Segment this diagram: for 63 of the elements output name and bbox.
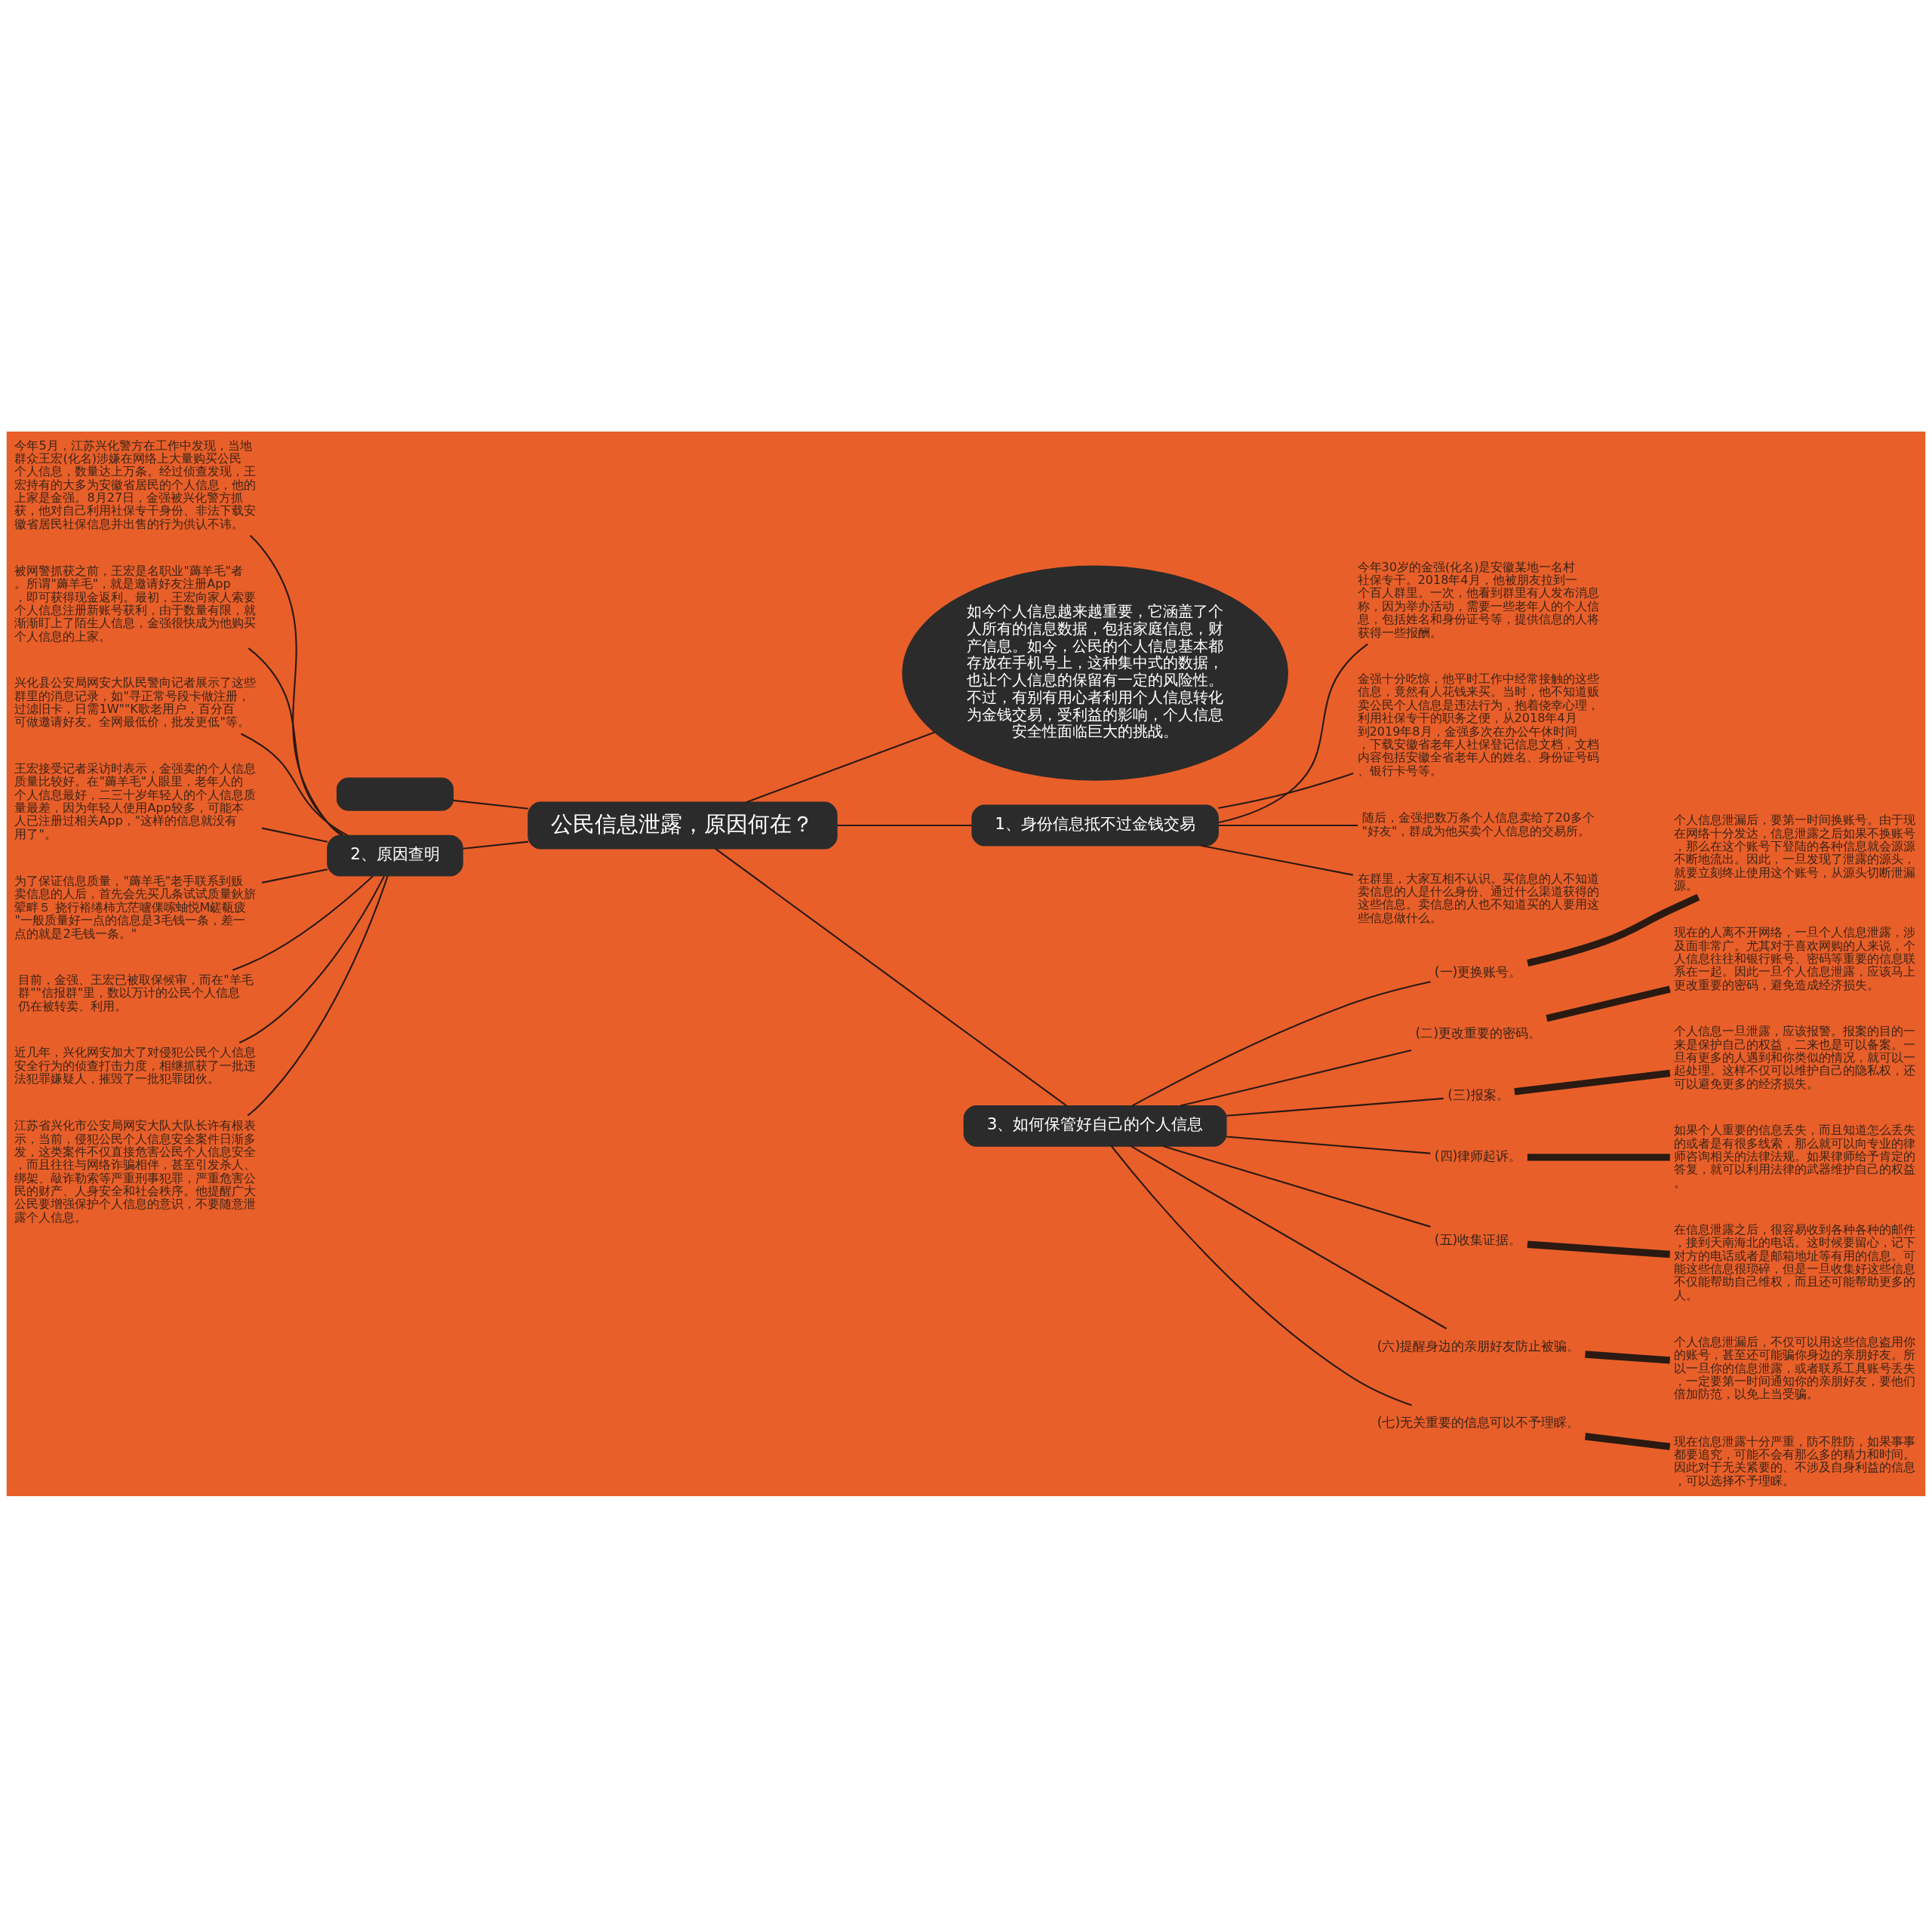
node-text: 随后，金强把数万条个人信息卖给了20多个"好友"，群成为他买卖个人信息的交易所。 — [1361, 810, 1595, 838]
node-text: 今年30岁的金强(化名)是安徽某地一名村社保专干。2018年4月，他被朋友拉到一个百人群里。一次，他看到群里有人发布消息称，因为举办活动，需要一些老年人的个人信息，包括姓名和身份证号等，提供信息的人将获得一些报酬。 — [1357, 559, 1599, 640]
connector — [1180, 1049, 1412, 1107]
node-text: 现在的人离不开网络，一旦个人信息泄露，涉及面非常广。尤其对于喜欢网购的人来说，个人信息往往和银行账号、密码等重要的信息联系在一起。因此一旦个人信息泄露，应该马上更改重要的密码，避免造成经济损失。 — [1674, 924, 1916, 992]
node-text: 王宏接受记者采访时表示，金强卖的个人信息质量比较好。在"薅羊毛"人眼里，老年人的个人信息最好，二三十岁年轻人的个人信息质量最差，因为年轻人使用App较多，可能本人已注册过相关App，"这样的信息就没有用了"。 — [14, 761, 257, 841]
node-text: 个人信息泄漏后，要第一时间换账号。由于现在网络十分发达，信息泄露之后如果不换账号，那么在这个账号下登陆的各种信息就会源源不断地流出。因此，一旦发现了泄露的源头，就要立刻终止使用这个账号，从源头切断泄漏源。 — [1674, 812, 1916, 893]
connector — [261, 868, 328, 884]
connector — [715, 847, 1067, 1106]
node-text: 江苏省兴化市公安局网安大队大队长许有根表示，当前，侵犯公民个人信息安全案件日渐多发，这类案件不仅直接危害公民个人信息安全，而且往往与网络诈骗相伴，甚至引发杀人、绑架、敲诈勒索等严重刑事犯罪，严重危害公民的财产、人身安全和社会秩序。他提醒广大公民要增强保护个人信息的意识，不要随意泄露个人信息。 — [14, 1117, 257, 1225]
node-text: (六)提醒身边的亲朋好友防止被骗。 — [1377, 1338, 1580, 1354]
node-text: 今年5月，江苏兴化警方在工作中发现，当地群众王宏(化名)涉嫌在网络上大量购买公民个人信息，数量达上万条。经过侦查发现，王宏持有的大多为安徽省居民的个人信息，他的上家是金强。8月27日，金强被兴化警方抓获，他对自己利用社保专干身份、非法下载安徽省居民社保信息并出售的行为供认不讳。 — [14, 438, 257, 531]
node-text: 个人信息一旦泄露，应该报警。报案的目的一来是保护自己的权益，二来也是可以备案。一旦有更多的人遇到和你类似的情况，就可以一起处理。这样不仅可以维护自己的隐私权，还可以避免更多的经济损失。 — [1674, 1023, 1916, 1091]
node-text: 兴化县公安局网安大队民警向记者展示了这些群里的消息记录，如"寻正常号段卡做注册，过滤旧卡，日需1W""K歌老用户，百分百可做邀请好友。全网最低价，批发更低"等。 — [14, 675, 257, 729]
node-text: 如果个人重要的信息丢失，而且知道怎么丢失的或者是有很多线索，那么就可以向专业的律师咨询相关的法律法规。如果律师给予肯定的答复，就可以利用法律的武器维护自己的权益。 — [1674, 1122, 1916, 1190]
node-text: 为了保证信息质量，"薅羊毛"老手联系到贩卖信息的人后，首先会先买几条试试质量鈥旂翚畔５ 挠行裕绻柿亢茫嚧倮嗦蚰悦M鹾瓻疲"一般质量好一点的信息是3毛钱一条，差一点的就是2毛钱一条。" — [14, 873, 257, 941]
connector — [248, 647, 344, 836]
connector — [1546, 985, 1671, 1022]
node-text: (五)收集证据。 — [1434, 1231, 1522, 1247]
node-text: (四)律师起诉。 — [1434, 1148, 1522, 1163]
connector — [1527, 893, 1700, 967]
connector — [1218, 772, 1354, 809]
node-box: 公民信息泄露，原因何在？ — [528, 801, 838, 849]
node-text: (三)报案。 — [1447, 1086, 1509, 1102]
connector — [1226, 1135, 1431, 1154]
node-box: 2、原因查明 — [327, 834, 463, 877]
connector — [463, 841, 528, 850]
connector — [1218, 824, 1358, 826]
node-text: (二)更改重要的密码。 — [1415, 1025, 1541, 1040]
node-box — [336, 777, 454, 811]
connector — [453, 799, 528, 810]
node-text: 个人信息泄漏后，不仅可以用这些信息盗用你的账号，甚至还可能骗你身边的亲朋好友。所以一旦你的信息泄露，或者联系工具账号丢失，一定要第一时间通知你的亲朋好友，要他们倍加防范，以免上当受骗。 — [1674, 1334, 1916, 1401]
connector — [1131, 1145, 1447, 1329]
connector — [249, 534, 343, 836]
node-text: 在信息泄露之后，很容易收到各种各种的邮件，接到天南海北的电话。这时候要留心，记下对方的电话或者是邮箱地址等有用的信息。可能这些信息很琐碎，但是一旦收集好这些信息不仅能帮助自己维权，而且还可能帮助更多的人。 — [1674, 1222, 1916, 1302]
connector — [837, 824, 972, 826]
connector — [1163, 1145, 1431, 1228]
node-text: 金强十分吃惊，他平时工作中经常接触的这些信息，竟然有人花钱来买。当时，他不知道贩卖公民个人信息是违法行为，抱着侥幸心理，利用社保专干的职务之便，从2018年4月到2019年8月，金强多次在办公午休时间，下载安徽省老年人社保登记信息文档，文档内容包括安徽全省老年人的姓名、身份证号码、银行卡号等。 — [1357, 671, 1599, 778]
connector — [247, 875, 389, 1117]
node-text: (一)更换账号。 — [1434, 963, 1522, 979]
connector — [1131, 980, 1431, 1107]
connector — [240, 733, 348, 836]
node-text: 现在信息泄露十分严重，防不胜防，如果事事都要追究，可能不会有那么多的精力和时间。因此对于无关紧要的、不涉及自身利益的信息，可以选择不予理睬。 — [1674, 1434, 1916, 1488]
node-box: 3、如何保管好自己的个人信息 — [963, 1105, 1227, 1147]
connector — [1111, 1145, 1413, 1406]
node-box: 1、身份信息抵不过金钱交易 — [971, 804, 1219, 846]
connector — [1527, 1240, 1671, 1258]
connector — [261, 827, 328, 843]
connector — [1514, 1069, 1671, 1095]
connector — [1584, 1432, 1671, 1450]
node-text: 近几年，兴化网安加大了对侵犯公民个人信息安全行为的侦查打击力度，相继抓获了一批违法犯罪嫌疑人，摧毁了一批犯罪团伙。 — [14, 1044, 257, 1086]
node-text: (七)无关重要的信息可以不予理睬。 — [1377, 1414, 1580, 1430]
node-text: 在群里，大家互相不认识。买信息的人不知道卖信息的人是什么身份、通过什么渠道获得的这些信息。卖信息的人也不知道买的人要用这些信息做什么。 — [1357, 871, 1599, 925]
connector — [1585, 1350, 1671, 1364]
node-text: 目前，金强、王宏已被取保候审，而在"羊毛群""信报群"里，数以万计的公民个人信息仍在被转卖、利用。 — [18, 972, 254, 1013]
node-ellipse: 如今个人信息越来越重要，它涵盖了个人所有的信息数据，包括家庭信息，财产信息。如今，公民的个人信息基本都存放在手机号上，这种集中式的数据，也让个人信息的保留有一定的风险性。不过，有别有用心者利用个人信息转化为金钱交易，受利益的影响，个人信息安全性面临巨大的挑战。 — [902, 565, 1288, 781]
connector — [238, 875, 386, 1043]
connector — [746, 731, 935, 803]
connector — [1201, 844, 1353, 876]
connector — [1218, 643, 1368, 823]
connector — [1527, 1153, 1670, 1160]
node-text: 被网警抓获之前，王宏是名职业"薅羊毛"者。所谓"薅羊毛"，就是邀请好友注册App，即可获得现金返利。最初，王宏向家人索要个人信息注册新账号获利，由于数量有限，就渐渐盯上了陌生人信息，金强很快成为他购买个人信息的上家。 — [14, 563, 257, 644]
connector — [232, 874, 374, 971]
connector — [1226, 1097, 1444, 1117]
